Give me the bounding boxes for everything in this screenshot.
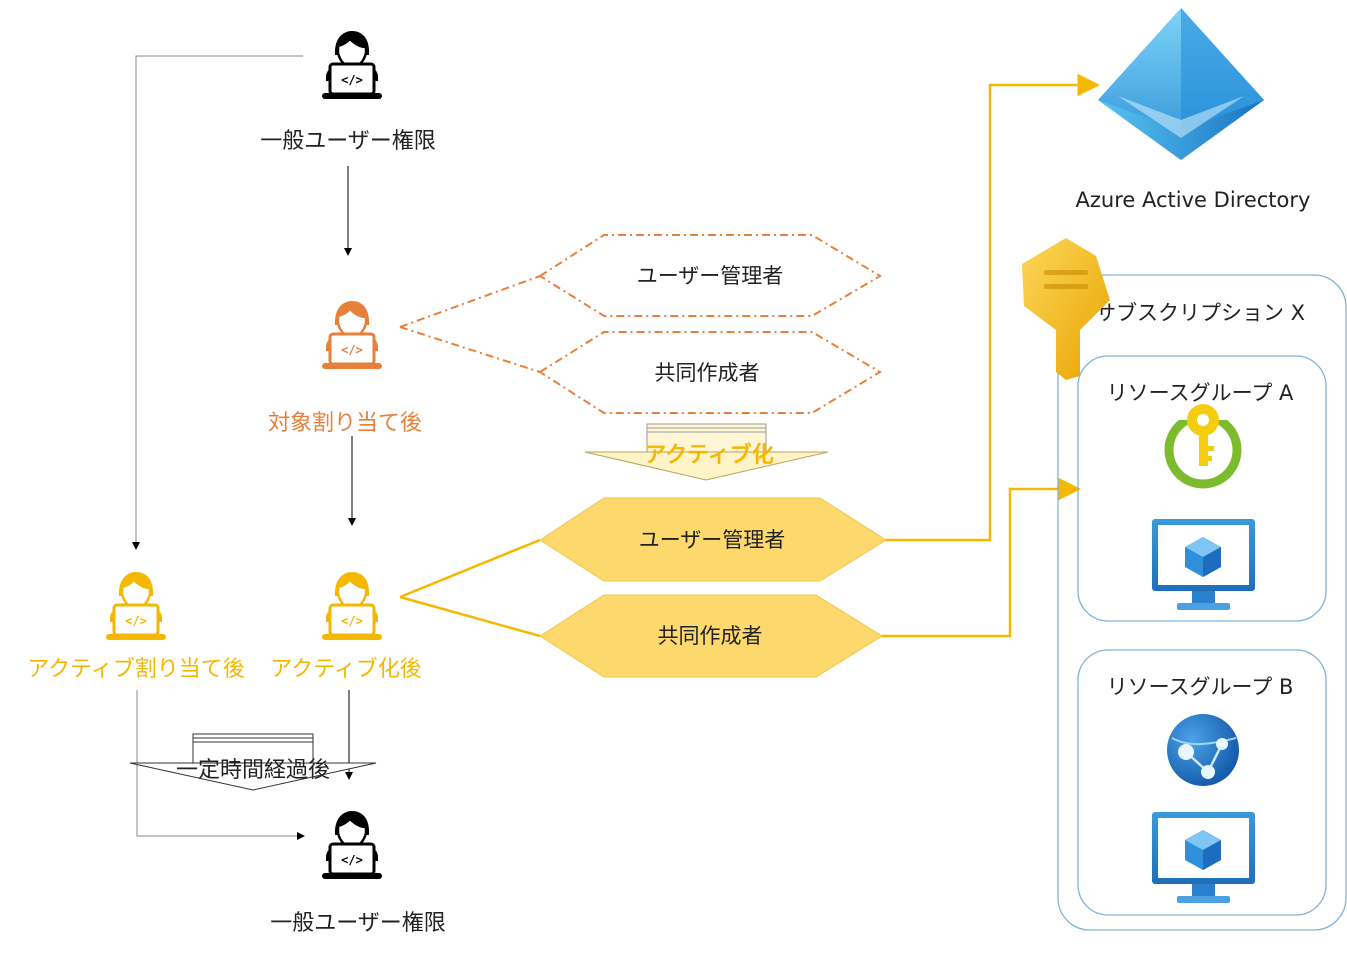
active-assigned-label: アクティブ割り当て後	[27, 657, 245, 682]
resource-group-b	[1077, 649, 1327, 916]
active-role-label-2: 共同作成者	[658, 624, 763, 648]
activated-label: アクティブ化後	[270, 657, 422, 682]
developer-icon-activated	[320, 570, 384, 642]
resource-group-b-label: リソースグループ B	[1107, 675, 1294, 699]
active-role-label-1: ユーザー管理者	[639, 528, 786, 552]
expire-arrow	[129, 733, 377, 791]
subscription-container	[1057, 274, 1347, 931]
developer-icon-bottom	[320, 809, 384, 881]
flow-lines	[132, 55, 356, 840]
subscription-label: サブスクリプション X	[1095, 301, 1305, 325]
app-service-icon	[1167, 714, 1239, 786]
developer-icon-top	[320, 29, 384, 101]
eligible-role-hexagon-2	[538, 331, 882, 414]
virtual-machine-icon-b	[1152, 812, 1255, 903]
developer-icon-active-assigned	[104, 570, 168, 642]
resource-group-a-label: リソースグループ A	[1107, 381, 1294, 405]
activate-arrow-label: アクティブ化	[644, 442, 774, 468]
azure-active-directory-icon	[1098, 8, 1264, 160]
aad-label: Azure Active Directory	[1076, 188, 1311, 212]
resource-group-a	[1077, 355, 1327, 622]
eligible-role-label-1: ユーザー管理者	[637, 264, 784, 288]
activate-arrow	[584, 423, 829, 481]
eligible-role-hexagon-1	[538, 234, 882, 317]
eligible-roles	[399, 234, 882, 414]
connector-to-resource-group-a	[882, 477, 1081, 638]
developer-icon-eligible	[320, 299, 384, 371]
connector-to-aad	[886, 73, 1100, 542]
expire-arrow-label: 一定時間経過後	[176, 758, 330, 783]
user-bottom-label: 一般ユーザー権限	[270, 911, 446, 936]
user-top-label: 一般ユーザー権限	[260, 129, 436, 154]
active-role-links	[399, 538, 541, 638]
eligible-role-label-2: 共同作成者	[655, 361, 760, 385]
key-vault-icon	[1164, 404, 1242, 489]
eligible-label: 対象割り当て後	[268, 411, 422, 436]
virtual-machine-icon-a	[1152, 519, 1255, 610]
subscription-key-icon	[1022, 238, 1110, 380]
